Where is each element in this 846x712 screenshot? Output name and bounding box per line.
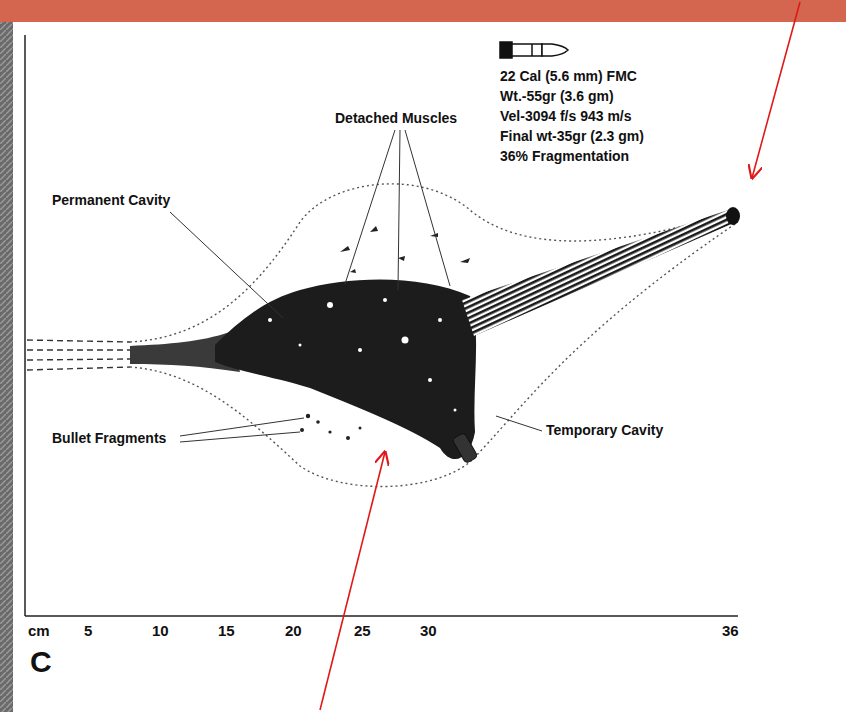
exit-bullet bbox=[726, 207, 740, 225]
permanent-cavity-blob bbox=[215, 279, 476, 459]
exit-track bbox=[462, 210, 736, 336]
spec-line: Wt.-55gr (3.6 gm) bbox=[500, 88, 614, 104]
axis-tick-label: 20 bbox=[285, 622, 302, 639]
bullet-icon bbox=[500, 42, 568, 58]
axis-tick-label: 10 bbox=[152, 622, 169, 639]
bullet-fragment-dots bbox=[300, 414, 362, 440]
axis-tick-label: 5 bbox=[84, 622, 92, 639]
temporary-cavity-outline bbox=[130, 184, 735, 487]
red-pointer-arrow bbox=[320, 452, 385, 710]
entry-track bbox=[27, 340, 130, 370]
axis-unit: cm bbox=[28, 622, 50, 639]
part-label: Bullet Fragments bbox=[52, 430, 166, 446]
y-axis bbox=[24, 35, 26, 616]
detached-muscle-marks bbox=[340, 226, 470, 273]
part-label: Temporary Cavity bbox=[546, 422, 663, 438]
part-label: Permanent Cavity bbox=[52, 192, 170, 208]
spec-line: 22 Cal (5.6 mm) FMC bbox=[500, 68, 637, 84]
spec-line: Vel-3094 f/s 943 m/s bbox=[500, 108, 632, 124]
tumbled-bullet bbox=[452, 432, 478, 463]
red-pointer-arrow bbox=[752, 2, 800, 178]
axis-tick-label: 30 bbox=[420, 622, 437, 639]
axis-tick-label: 25 bbox=[354, 622, 371, 639]
spec-line: 36% Fragmentation bbox=[500, 148, 629, 164]
title-bar bbox=[0, 0, 846, 22]
axis-tick-label: 36 bbox=[722, 622, 739, 639]
leader-lines bbox=[170, 130, 542, 442]
axis-tick-label: 15 bbox=[218, 622, 235, 639]
part-label: Detached Muscles bbox=[335, 110, 457, 126]
panel-letter: C bbox=[30, 645, 52, 680]
spec-line: Final wt-35gr (2.3 gm) bbox=[500, 128, 644, 144]
x-axis bbox=[25, 615, 738, 617]
side-strip bbox=[0, 22, 13, 712]
blob-specks bbox=[268, 298, 457, 412]
